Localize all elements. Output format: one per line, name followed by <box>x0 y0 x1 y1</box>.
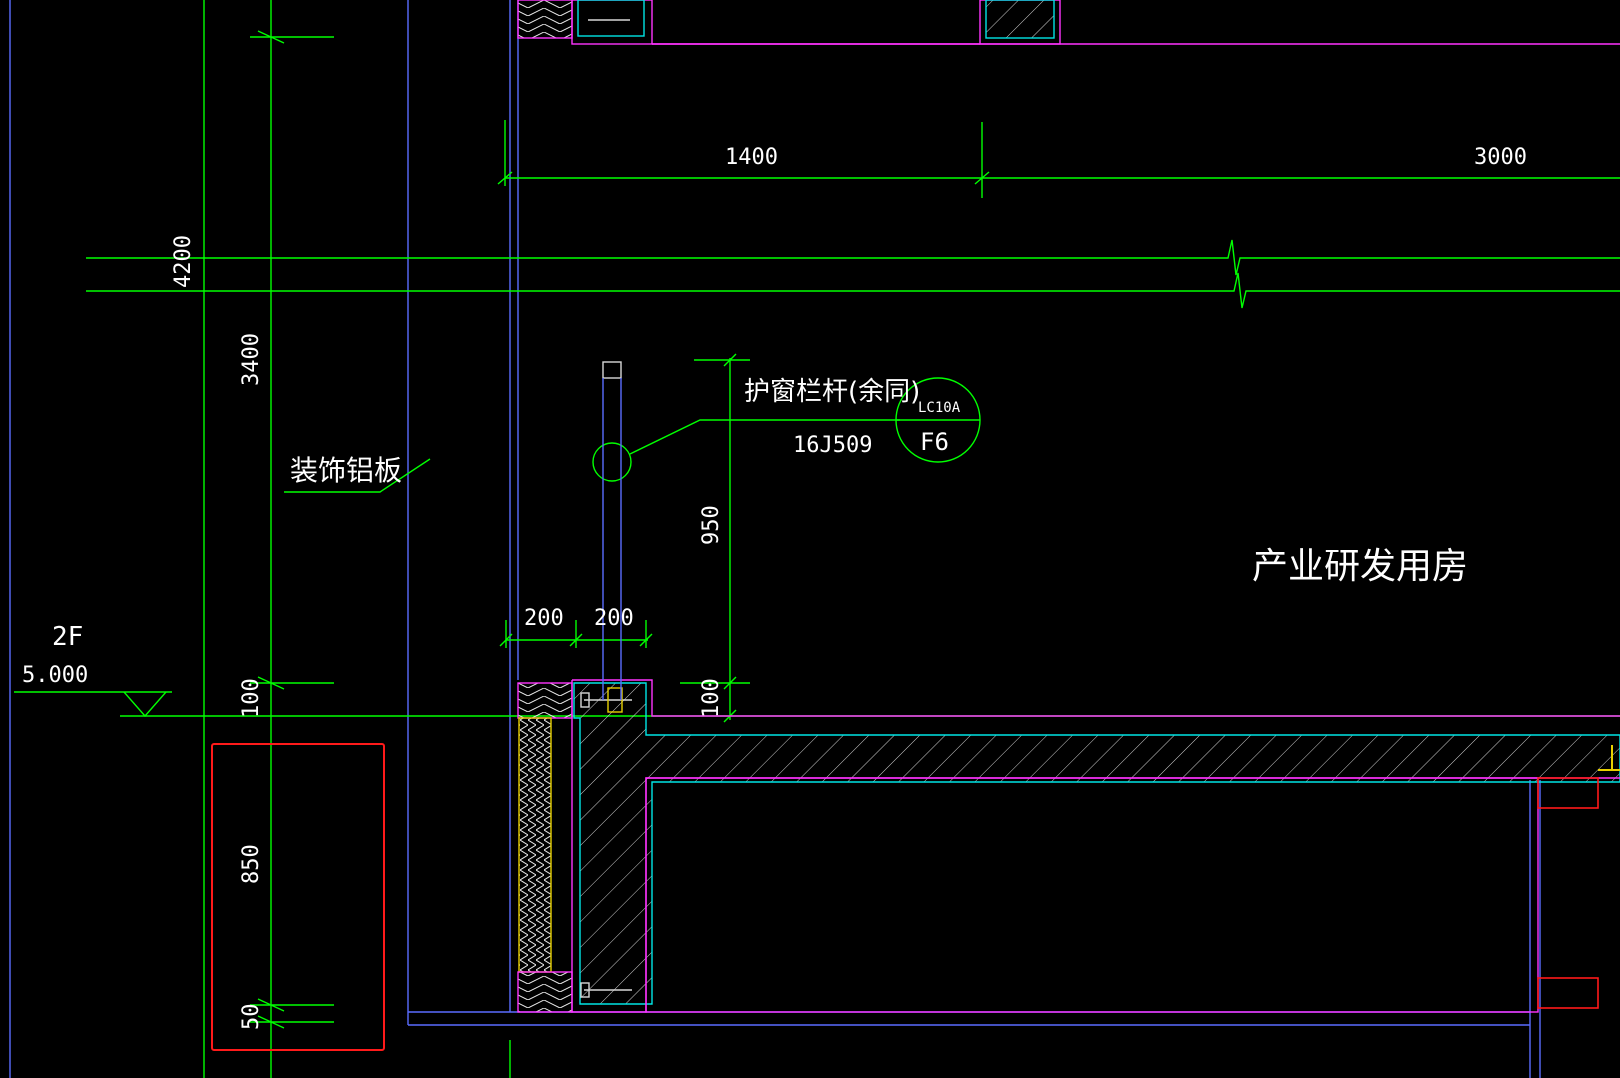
floor-label: 2F <box>52 622 83 652</box>
anchor-bolt-bottom <box>580 982 632 998</box>
dim-3000: 3000 <box>1474 145 1527 170</box>
level-marker: 2F 5.000 <box>22 622 88 688</box>
window-guard-ref: 16J509 <box>793 433 872 458</box>
room-name-label: 产业研发用房 <box>1252 546 1468 587</box>
highlight-box <box>211 743 385 1051</box>
dimension-labels: 1400 3000 4200 3400 950 200 200 100 100 … <box>171 145 1527 1030</box>
anchor-bolt-top <box>580 687 632 713</box>
dim-1400: 1400 <box>725 145 778 170</box>
elevation-label: 5.000 <box>22 663 88 688</box>
dim-200-b: 200 <box>594 606 634 631</box>
dim-100-left: 100 <box>239 678 264 718</box>
detail-bottom-label: F6 <box>920 428 949 456</box>
dim-3400: 3400 <box>239 333 264 386</box>
window-guard-rail <box>602 361 622 700</box>
dim-50: 50 <box>239 1004 264 1031</box>
detail-top-label: LC10A <box>918 400 961 416</box>
window-guard-label: 护窗栏杆(余同) <box>744 377 920 407</box>
aluminum-panel-label: 装饰铝板 <box>290 454 402 487</box>
top-wall-section <box>517 0 1620 45</box>
dim-850: 850 <box>239 844 264 884</box>
floor-slab-section <box>517 679 1620 1013</box>
annotation-labels: 装饰铝板 护窗栏杆(余同) 16J509 LC10A F6 产业研发用房 <box>290 377 1468 587</box>
dim-4200: 4200 <box>171 235 196 288</box>
dim-100-right: 100 <box>699 678 724 718</box>
dim-950: 950 <box>699 505 724 545</box>
dim-200-a: 200 <box>524 606 564 631</box>
dimension-lines <box>14 0 1620 1078</box>
